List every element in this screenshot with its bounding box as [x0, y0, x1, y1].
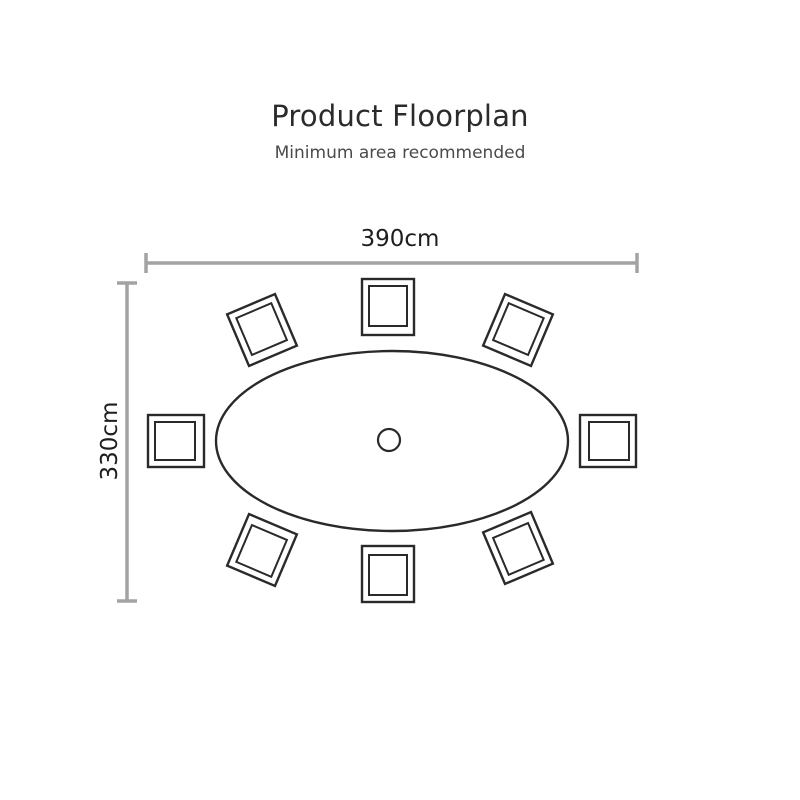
chair-top-left [225, 292, 299, 368]
chair-bottom-left [225, 512, 299, 588]
chair-bottom-center [360, 544, 416, 604]
chair-right [578, 413, 638, 469]
height-dimension-line [117, 281, 137, 603]
width-dimension-line [144, 253, 639, 273]
chair-top-right [481, 292, 555, 368]
width-dimension-label: 390cm [360, 226, 440, 252]
chair-bottom-right [481, 510, 555, 586]
page-subtitle: Minimum area recommended [274, 143, 526, 163]
oval-table [214, 349, 570, 533]
chair-left [146, 413, 206, 469]
page-title: Product Floorplan [271, 99, 529, 133]
chair-top-center [360, 277, 416, 337]
parasol-hole [376, 427, 402, 453]
